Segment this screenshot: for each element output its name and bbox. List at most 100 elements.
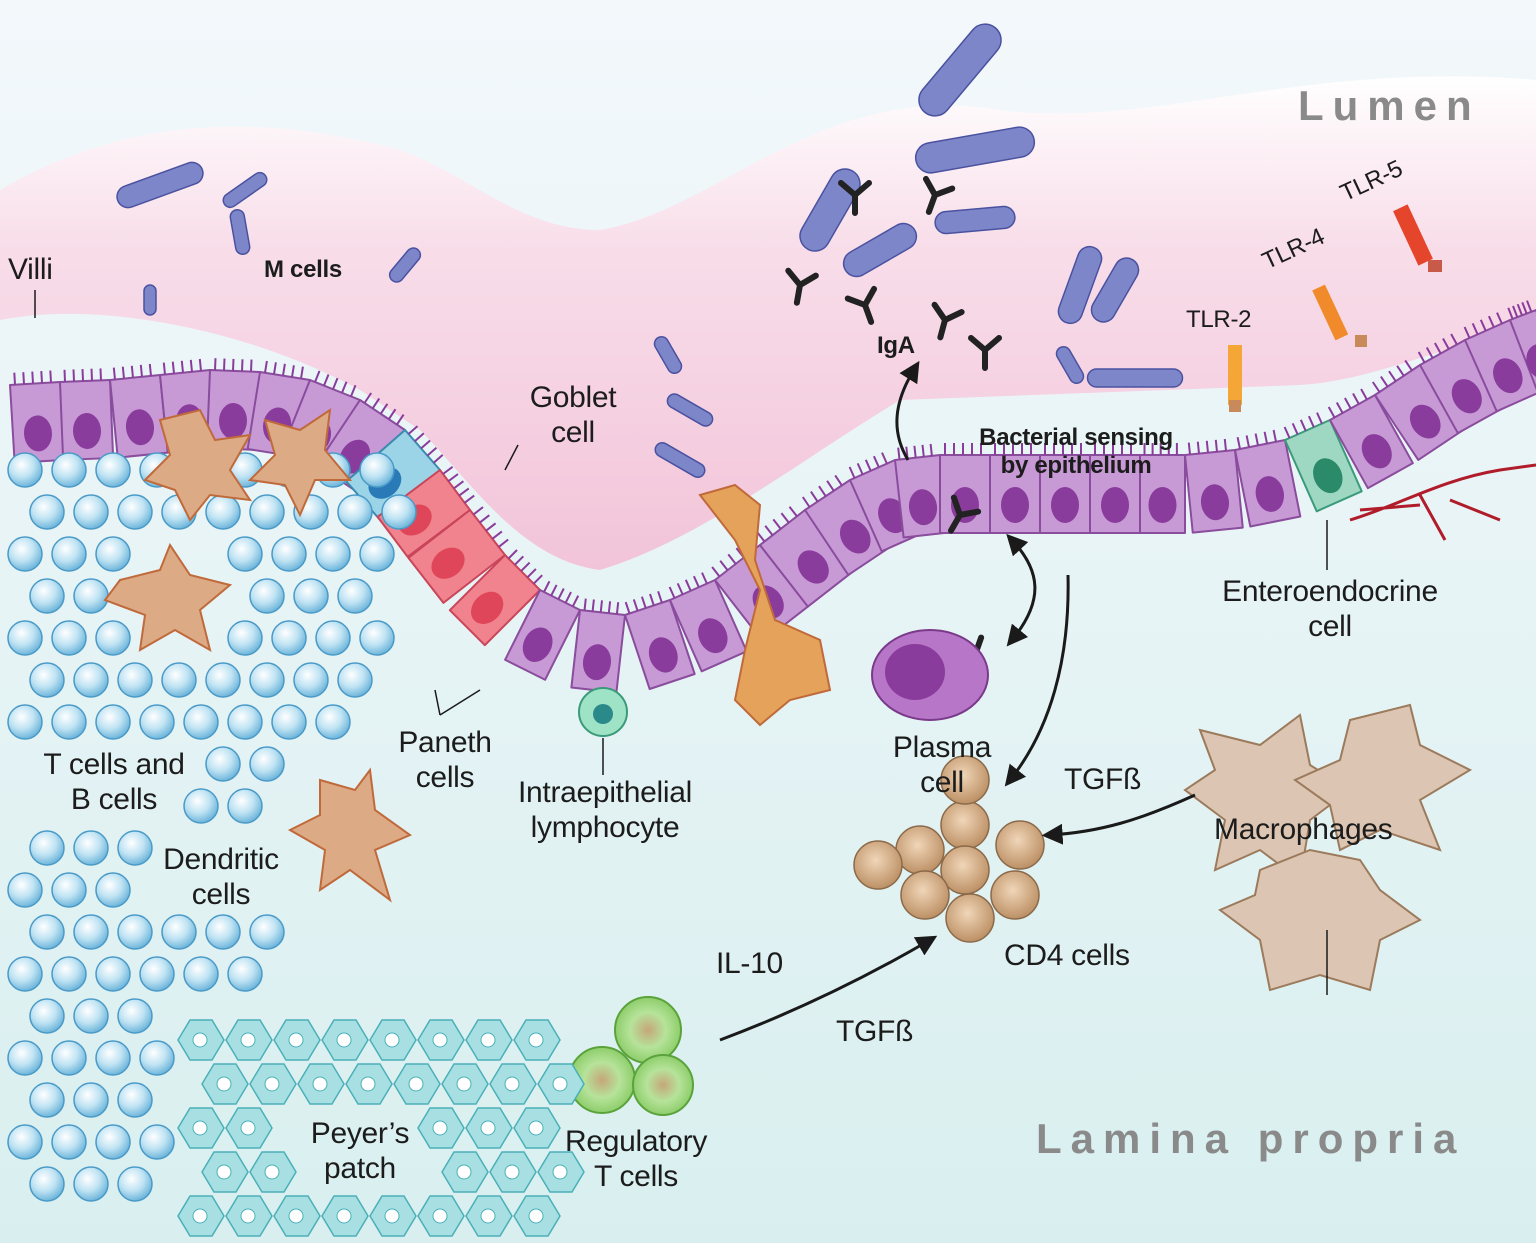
treg-cell bbox=[632, 1054, 694, 1116]
lymphocyte bbox=[139, 1040, 175, 1076]
tlr5-receptor bbox=[1393, 204, 1433, 266]
lymphocyte bbox=[117, 1166, 153, 1202]
cell-nucleus bbox=[125, 409, 155, 446]
tlr-receptors bbox=[1228, 204, 1442, 412]
epithelium-to-cd4-arrow bbox=[1004, 574, 1070, 787]
cell-nucleus bbox=[1409, 404, 1441, 439]
lymphocyte bbox=[29, 1082, 65, 1118]
lymphocyte bbox=[95, 452, 131, 488]
lymphocyte bbox=[381, 494, 417, 530]
peyers-cell-nucleus bbox=[384, 1032, 400, 1048]
bacterium bbox=[666, 393, 714, 427]
lymphocyte bbox=[205, 746, 241, 782]
il10-label: IL-10 bbox=[716, 947, 783, 980]
lymphocyte bbox=[7, 620, 43, 656]
lymphocyte bbox=[7, 1124, 43, 1160]
lymphocyte bbox=[95, 1040, 131, 1076]
treg-to-cd4-arrow bbox=[719, 935, 938, 1042]
iga-antibody bbox=[838, 180, 872, 216]
dendritic-cell bbox=[247, 407, 353, 518]
tgfb-treg-label: TGFß bbox=[836, 1015, 914, 1048]
cd4-cells bbox=[853, 755, 1045, 943]
peyers-cell-nucleus bbox=[240, 1120, 256, 1136]
lymphocyte bbox=[95, 872, 131, 908]
cell-nucleus bbox=[1361, 434, 1392, 469]
bacterium bbox=[388, 247, 422, 283]
lymphocyte bbox=[29, 578, 65, 614]
peyers-cell-nucleus bbox=[408, 1076, 424, 1092]
peyers-cell-nucleus bbox=[336, 1208, 352, 1224]
lymphocyte bbox=[227, 536, 263, 572]
cell-nucleus bbox=[582, 644, 612, 681]
bacterium bbox=[1090, 257, 1140, 323]
cell-nucleus bbox=[1313, 458, 1343, 494]
lymphocyte bbox=[249, 494, 285, 530]
lymphocyte bbox=[337, 494, 373, 530]
bacterium bbox=[1086, 368, 1184, 388]
lymphocyte bbox=[117, 830, 153, 866]
iga-antibody bbox=[948, 494, 982, 534]
cd4-cell bbox=[853, 840, 903, 890]
macrophage-to-cd4-arrow bbox=[1041, 793, 1196, 845]
peyers-cell-nucleus bbox=[240, 1208, 256, 1224]
peyers-cell-nucleus bbox=[384, 1208, 400, 1224]
dendritic-cell bbox=[698, 483, 832, 727]
lymphocyte bbox=[293, 662, 329, 698]
bacterium bbox=[143, 284, 157, 316]
bacterium bbox=[116, 161, 204, 209]
cell-nucleus bbox=[1001, 487, 1029, 523]
tlr4-receptor bbox=[1312, 284, 1349, 341]
lymphocyte bbox=[337, 578, 373, 614]
lymphocyte bbox=[7, 704, 43, 740]
peyers-cell-nucleus bbox=[432, 1120, 448, 1136]
lymphocyte bbox=[161, 662, 197, 698]
lymphocyte bbox=[205, 662, 241, 698]
lymphocyte bbox=[51, 704, 87, 740]
macrophage bbox=[1292, 703, 1473, 852]
iga-antibody bbox=[785, 267, 819, 306]
dendritic-cell bbox=[287, 767, 413, 903]
nerve-fiber bbox=[1349, 463, 1536, 541]
lymphocyte bbox=[95, 536, 131, 572]
cell-nucleus bbox=[1526, 344, 1536, 380]
peyers-cell-nucleus bbox=[528, 1120, 544, 1136]
macrophage bbox=[1218, 848, 1422, 992]
cd4-cells-label: CD4 cells bbox=[1004, 939, 1130, 972]
peyers-patch bbox=[177, 1019, 585, 1237]
lymphocyte bbox=[271, 620, 307, 656]
peyers-cell-nucleus bbox=[216, 1164, 232, 1180]
peyers-cell-nucleus bbox=[480, 1120, 496, 1136]
dendritic-cell bbox=[103, 542, 233, 653]
lymphocyte bbox=[7, 1040, 43, 1076]
peyers-cell-nucleus bbox=[288, 1032, 304, 1048]
tlr2-label: TLR-2 bbox=[1186, 306, 1252, 333]
dendritic-cell bbox=[143, 408, 253, 522]
dendritic-cells-group bbox=[103, 407, 832, 903]
macrophages-label: Macrophages bbox=[1214, 813, 1393, 846]
iga-label: IgA bbox=[877, 332, 915, 359]
peyers-cell-nucleus bbox=[360, 1076, 376, 1092]
lymphocyte bbox=[139, 956, 175, 992]
lymphocyte bbox=[249, 914, 285, 950]
lymphocyte bbox=[227, 788, 263, 824]
peyers-cell-nucleus bbox=[192, 1208, 208, 1224]
lymphocyte bbox=[205, 494, 241, 530]
tgfb-macrophage-label: TGFß bbox=[1064, 763, 1142, 796]
lymphocyte bbox=[29, 1166, 65, 1202]
peyers-cell-nucleus bbox=[528, 1032, 544, 1048]
lymphocyte bbox=[161, 914, 197, 950]
cell-nucleus bbox=[1101, 487, 1129, 523]
cell-nucleus bbox=[839, 519, 871, 554]
lymphocyte bbox=[73, 578, 109, 614]
iga-antibody bbox=[968, 335, 1002, 371]
lymphocyte bbox=[51, 956, 87, 992]
lymphocyte bbox=[227, 620, 263, 656]
peyers-cell-nucleus bbox=[312, 1076, 328, 1092]
lamina-propria-label: Lamina propria bbox=[1036, 1115, 1466, 1162]
bacterium bbox=[934, 205, 1016, 235]
tlr2-receptor bbox=[1228, 345, 1242, 405]
cell-nucleus bbox=[1451, 379, 1482, 414]
peyers-cell-nucleus bbox=[336, 1032, 352, 1048]
